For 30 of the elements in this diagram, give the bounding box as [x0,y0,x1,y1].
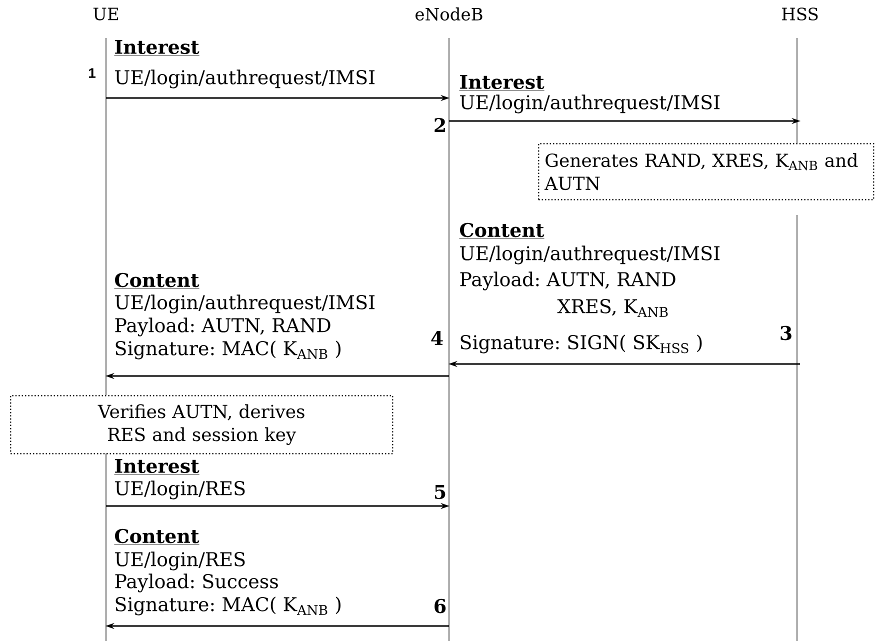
message-text: Payload: Success [115,574,278,592]
step-number: 1 [89,68,96,78]
step-number: 2 [434,118,445,132]
step-number: 5 [434,484,446,500]
step-number: 4 [431,330,443,346]
message-type: Interest [114,458,200,475]
message-type: Content [114,272,200,289]
note-box: Generates RAND, XRES, K$_{ANB}$ and AUTN [538,143,874,200]
message-text: XRES, K$_{ANB}$ [557,299,668,318]
message-type: Content [114,528,200,545]
message-text: Signature: MAC( K$_{ANB}$ ) [116,340,340,360]
participant-label: eNodeB [416,7,482,21]
message-text: UE/login/authrequest/IMSI [115,70,375,88]
note-box: Verifies AUTN, derives RES and session key [10,395,394,454]
message-text: UE/login/RES [115,480,245,500]
message-text: UE/login/authrequest/IMSI [115,294,375,314]
message-text: UE/login/authrequest/IMSI [460,94,720,114]
message-text: Payload: AUTN, RAND [460,272,676,290]
message-text: Signature: MAC( K$_{ANB}$ ) [116,596,340,616]
message-type: Interest [459,74,545,91]
message-text: Signature: SIGN( SK$_{HSS}$ ) [460,334,702,354]
message-text: Payload: AUTN, RAND [115,318,330,336]
step-number: 6 [434,598,446,614]
message-type: Content [459,222,544,239]
message-text: UE/login/RES [115,552,245,570]
message-type: Interest [114,40,200,56]
participant-label: UE [93,8,118,20]
step-number: 3 [780,326,792,340]
message-text: UE/login/authrequest/IMSI [460,246,720,264]
participant-label: HSS [782,8,818,20]
